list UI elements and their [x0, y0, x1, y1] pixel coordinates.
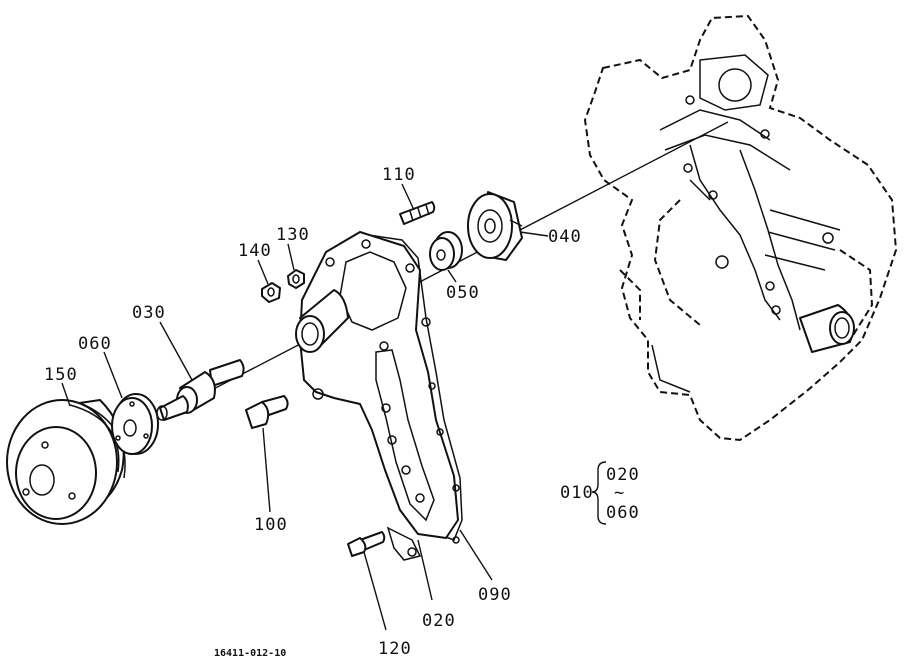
figure-number: 16411-012-10 [214, 648, 286, 659]
label-100: 100 [254, 515, 288, 535]
impeller-040 [467, 191, 523, 261]
bolt-100 [245, 395, 289, 429]
pulley-150 [6, 399, 126, 525]
label-range-end-060: 060 [606, 503, 640, 523]
pump-body-020 [295, 231, 463, 561]
assembly-group-010: 010 020 ~ 060 [560, 461, 640, 525]
label-030: 030 [132, 303, 166, 323]
bolt-120 [347, 531, 386, 557]
seal-050 [429, 231, 463, 271]
label-010: 010 [560, 483, 594, 503]
label-050: 050 [446, 283, 480, 303]
flange-060 [111, 393, 159, 455]
assembly-axis-line [199, 121, 729, 397]
label-040: 040 [548, 227, 582, 247]
label-150: 150 [44, 365, 78, 385]
label-range-tilde: ~ [614, 483, 625, 503]
leader-lines [61, 183, 549, 631]
label-130: 130 [276, 225, 310, 245]
label-140: 140 [238, 241, 272, 261]
label-090: 090 [478, 585, 512, 605]
stud-110 [399, 201, 436, 225]
label-120: 120 [378, 639, 412, 659]
shaft-bearing-030 [156, 359, 245, 421]
label-range-start-020: 020 [606, 465, 640, 485]
label-060: 060 [78, 334, 112, 354]
label-110: 110 [382, 165, 416, 185]
nut-140 [261, 282, 281, 303]
label-020: 020 [422, 611, 456, 631]
engine-block-outline [583, 14, 898, 442]
washer-130 [287, 269, 305, 289]
